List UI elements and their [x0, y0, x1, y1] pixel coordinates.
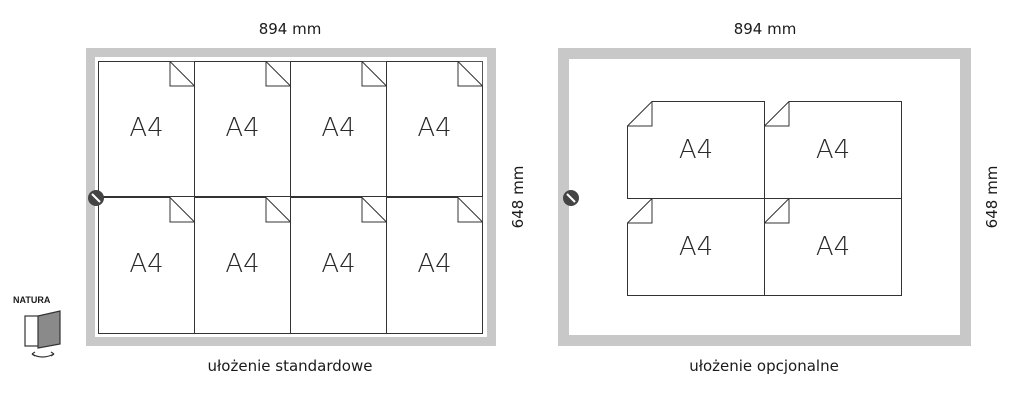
- optional-sheet: A4: [627, 101, 765, 199]
- sheet-label: A4: [815, 135, 851, 165]
- frame-opening-icon: [24, 310, 61, 358]
- sheet-label: A4: [678, 232, 714, 262]
- sheet-label: A4: [225, 249, 260, 279]
- sheet-outline: [194, 197, 291, 334]
- standard-sheet: A4: [290, 61, 387, 197]
- natura-label: NATURA: [13, 295, 51, 305]
- sheet-outline: [386, 61, 483, 197]
- screw-icon: [563, 190, 579, 206]
- sheet-label: A4: [815, 232, 851, 262]
- sheet-outline: [764, 198, 902, 296]
- optional-sheet: A4: [764, 198, 902, 296]
- sheet-outline: [627, 198, 765, 296]
- sheet-label: A4: [321, 113, 356, 143]
- standard-sheet: A4: [386, 61, 483, 197]
- optional-sheet: A4: [764, 101, 902, 199]
- sheet-label: A4: [129, 249, 164, 279]
- sheet-label: A4: [678, 135, 714, 165]
- optional-width-label: 894 mm: [733, 20, 797, 38]
- sheet-label: A4: [417, 249, 452, 279]
- standard-sheet: A4: [194, 197, 291, 334]
- standard-caption: ułożenie standardowe: [207, 357, 373, 375]
- standard-height-label: 648 mm: [509, 165, 527, 229]
- standard-sheet: A4: [98, 197, 195, 334]
- standard-sheet: A4: [194, 61, 291, 197]
- standard-sheet: A4: [386, 197, 483, 334]
- sheet-label: A4: [129, 113, 164, 143]
- standard-sheet: A4: [290, 197, 387, 334]
- sheet-label: A4: [417, 113, 452, 143]
- sheet-label: A4: [321, 249, 356, 279]
- optional-caption: ułożenie opcjonalne: [689, 357, 839, 375]
- standard-width-label: 894 mm: [258, 20, 322, 38]
- sheet-outline: [386, 197, 483, 334]
- screw-icon: [88, 190, 104, 206]
- optional-sheet: A4: [627, 198, 765, 296]
- optional-height-label: 648 mm: [983, 165, 1001, 229]
- sheet-label: A4: [225, 113, 260, 143]
- standard-sheet: A4: [98, 61, 195, 197]
